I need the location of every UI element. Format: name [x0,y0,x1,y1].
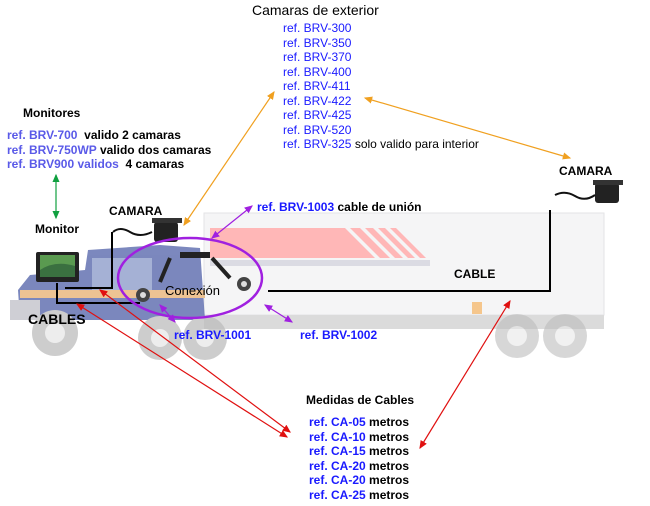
list-item: ref. BRV-370 [283,50,352,64]
red-arrow-cable [419,299,511,450]
list-item: ref. CA-05 metros [309,415,410,429]
list-item: ref. CA-10 metros [309,429,410,444]
cable-sizes-list: ref. CA-05 metros ref. CA-10 metros ref.… [309,415,409,502]
list-item: ref. BRV-350 [283,35,352,50]
monitor-device [36,252,79,282]
rear-camera-device [554,180,623,203]
cables-label: CABLES [28,311,86,327]
rear-camera-label: CAMARA [559,164,613,178]
connector-brv-1002: ref. BRV-1002 [300,328,378,342]
purple-arrow-1003 [211,205,253,239]
exterior-cameras-heading: Camaras de exterior [252,2,379,18]
list-item: ref. CA-20 metros [309,473,410,487]
list-item: ref. BRV-300 [283,21,352,35]
list-item: ref. BRV-325 solo valido para interior [283,137,479,151]
list-item: ref. BRV-425 [283,108,352,122]
list-item: ref. BRV-750WP valido dos camaras [7,142,212,157]
list-item: ref. BRV-411 [283,79,351,93]
front-camera-device [112,218,182,242]
connector-brv-1001: ref. BRV-1001 [174,328,252,342]
red-arrow-cables-2 [99,289,291,433]
connector-brv-1003: ref. BRV-1003 cable de unión [257,200,422,214]
cable-sizes-heading: Medidas de Cables [306,393,415,407]
list-item: ref. BRV-700 valido 2 camaras [7,128,181,142]
list-item: ref. CA-20 metros [309,458,410,473]
orange-arrow-front [183,91,275,226]
monitors-list: ref. BRV-700 valido 2 camaras ref. BRV-7… [7,128,211,172]
list-item: ref. BRV-400 [283,64,352,79]
front-camera-label: CAMARA [109,204,163,218]
list-item: ref. CA-25 metros [309,487,410,502]
monitor-label: Monitor [35,222,79,236]
list-item: ref. BRV-422 [283,93,352,108]
exterior-cameras-list: ref. BRV-300 ref. BRV-350 ref. BRV-370 r… [283,21,479,152]
list-item: ref. CA-15 metros [309,444,410,458]
list-item: ref. BRV-520 [283,122,352,137]
trailer [203,212,605,329]
orange-arrow-rear [363,96,572,160]
cable-label: CABLE [454,267,496,281]
monitors-heading: Monitores [23,106,81,120]
list-item: ref. BRV900 validos 4 camaras [7,157,185,171]
connection-label: Conexión [165,283,220,298]
